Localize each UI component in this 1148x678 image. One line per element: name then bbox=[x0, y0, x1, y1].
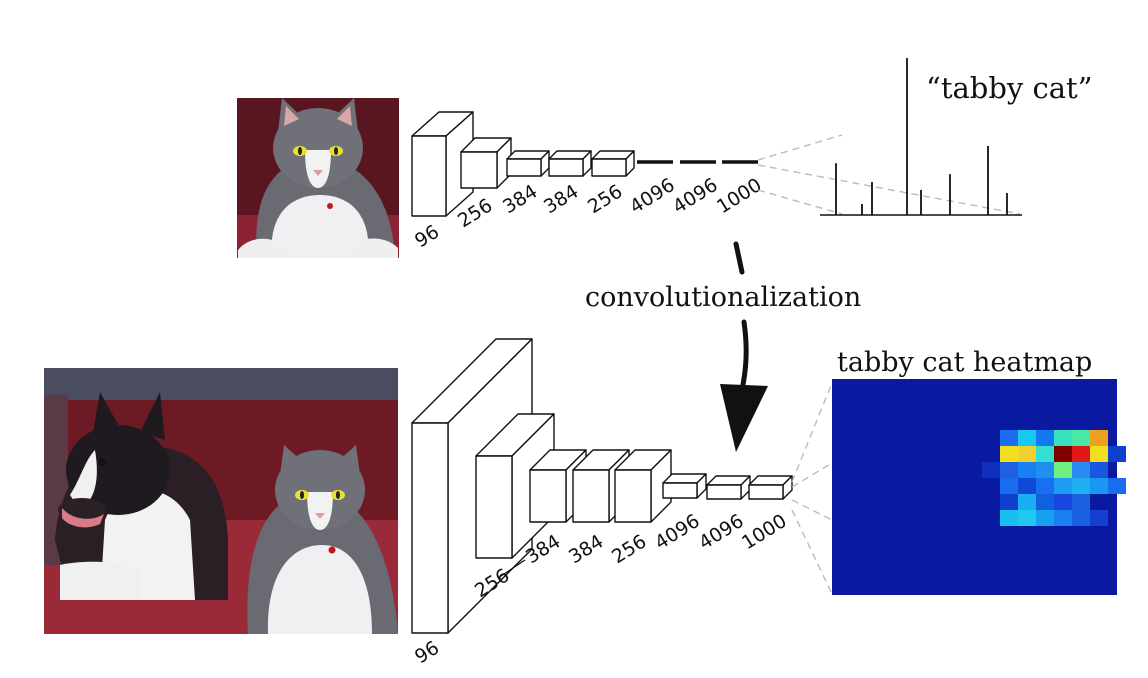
heatmap-cell bbox=[1054, 430, 1072, 446]
heatmap-cell bbox=[1072, 430, 1090, 446]
top-output-label: “tabby cat” bbox=[926, 71, 1093, 105]
heatmap-cell bbox=[1072, 494, 1090, 510]
bottom-label-256b: 256 bbox=[608, 530, 650, 568]
top-box-256 bbox=[460, 137, 512, 189]
heatmap-cell bbox=[1054, 510, 1072, 526]
heatmap-cell bbox=[1018, 462, 1036, 478]
tabby-cat-heatmap bbox=[832, 379, 1126, 595]
heatmap-cell bbox=[1054, 494, 1072, 510]
bottom-label-384b: 384 bbox=[565, 530, 607, 568]
bottom-input-photo bbox=[44, 368, 398, 634]
top-box-384a bbox=[506, 150, 550, 177]
convolutionalization-label: convolutionalization bbox=[585, 282, 861, 313]
top-network bbox=[411, 111, 635, 217]
bottom-box-4096b bbox=[706, 475, 751, 500]
heatmap-cell bbox=[1000, 494, 1018, 510]
bottom-label-4096a: 4096 bbox=[651, 510, 704, 554]
top-box-96 bbox=[411, 111, 474, 217]
top-label-256b: 256 bbox=[584, 180, 626, 218]
top-box-256b bbox=[591, 150, 635, 177]
heatmap-cell bbox=[1108, 446, 1126, 462]
top-projection-lines bbox=[757, 134, 1021, 215]
heatmap-cell bbox=[1072, 462, 1090, 478]
top-label-4096a: 4096 bbox=[626, 174, 679, 218]
bottom-box-1000 bbox=[748, 475, 793, 500]
heatmap-cell bbox=[1090, 478, 1108, 494]
heatmap-cell bbox=[1036, 462, 1054, 478]
convolutionalization-arrow bbox=[720, 241, 768, 452]
heatmap-cell bbox=[1054, 478, 1072, 494]
heatmap-cell bbox=[1036, 478, 1054, 494]
heatmap-cell bbox=[982, 462, 1000, 478]
heatmap-cell bbox=[1018, 430, 1036, 446]
bottom-network bbox=[411, 338, 793, 634]
heatmap-cell bbox=[1000, 430, 1018, 446]
top-label-384b: 384 bbox=[540, 180, 582, 218]
bottom-label-4096b: 4096 bbox=[695, 510, 748, 554]
heatmap-cell bbox=[1090, 462, 1108, 478]
top-label-96: 96 bbox=[411, 221, 443, 252]
heatmap-cell bbox=[1000, 478, 1018, 494]
heatmap-cell bbox=[1054, 446, 1072, 462]
heatmap-cell bbox=[1036, 494, 1054, 510]
heatmap-cell bbox=[1090, 430, 1108, 446]
heatmap-cell bbox=[1090, 446, 1108, 462]
bottom-label-leader bbox=[497, 559, 526, 579]
top-input-photo bbox=[237, 98, 399, 258]
heatmap-cell bbox=[1090, 510, 1108, 526]
top-label-4096b: 4096 bbox=[669, 174, 722, 218]
bottom-label-96: 96 bbox=[411, 637, 443, 668]
heatmap-cell bbox=[1018, 494, 1036, 510]
bottom-box-4096a bbox=[662, 473, 707, 499]
heatmap-cell bbox=[1054, 462, 1072, 478]
heatmap-title: tabby cat heatmap bbox=[837, 347, 1092, 378]
heatmap-cell bbox=[1072, 446, 1090, 462]
heatmap-cell bbox=[1000, 510, 1018, 526]
heatmap-cell bbox=[1036, 430, 1054, 446]
heatmap-cell bbox=[1000, 462, 1018, 478]
top-label-384a: 384 bbox=[499, 180, 541, 218]
bottom-label-1000: 1000 bbox=[738, 510, 791, 554]
heatmap-cell bbox=[1018, 478, 1036, 494]
heatmap-cell bbox=[1018, 446, 1036, 462]
heatmap-cell bbox=[1018, 510, 1036, 526]
heatmap-cell bbox=[1072, 510, 1090, 526]
top-label-1000: 1000 bbox=[713, 174, 766, 218]
bottom-projection-lines bbox=[791, 382, 833, 595]
arrow-head bbox=[720, 384, 768, 452]
heatmap-cell bbox=[1072, 478, 1090, 494]
class-score-histogram bbox=[820, 58, 1022, 216]
heatmap-cell bbox=[1108, 478, 1126, 494]
bottom-box-256b bbox=[614, 449, 672, 523]
heatmap-cell bbox=[1000, 446, 1018, 462]
heatmap-cell bbox=[1036, 446, 1054, 462]
heatmap-cell bbox=[1036, 510, 1054, 526]
top-box-384b bbox=[548, 150, 592, 177]
